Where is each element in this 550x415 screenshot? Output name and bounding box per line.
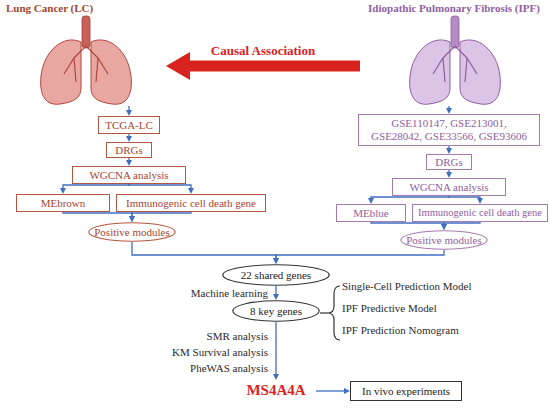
node-text: WGCNA analysis — [409, 181, 488, 194]
node-text: GSE110147, GSE213001, GSE28042, GSE33566… — [371, 117, 527, 142]
flow-arrow — [129, 184, 191, 188]
trachea — [82, 16, 90, 48]
node-text: Positive modules — [406, 234, 481, 247]
flow-arrow — [132, 212, 191, 216]
flow-arrow — [316, 390, 344, 391]
ellipse-shape — [89, 223, 175, 241]
process-box: In vivo experiments — [350, 381, 462, 401]
node-text: 22 shared genes — [241, 269, 311, 282]
flow-arrow — [449, 196, 480, 198]
result-gene: MS4A4A — [236, 380, 316, 402]
node-text: Immunogenic cell death gene — [126, 197, 256, 210]
panel-heading: Idiopathic Pulmonary Fibrosis (IPF) — [368, 2, 540, 15]
leader-line — [320, 312, 328, 313]
node-text: WGCNA analysis — [89, 169, 168, 182]
process-box: MEblue — [336, 204, 406, 222]
causal-arrow — [190, 61, 360, 72]
annotation-text: PheWAS analysis — [150, 362, 268, 375]
flow-arrow — [276, 250, 444, 258]
flow-arrow — [128, 134, 129, 136]
illustration-panel: Idiopathic Pulmonary Fibrosis (IPF) — [360, 2, 548, 106]
node-text: In vivo experiments — [362, 385, 450, 398]
flow-arrow — [371, 196, 449, 198]
node-text: 8 key genes — [250, 305, 302, 318]
node-text: TCGA-LC — [105, 119, 153, 132]
process-box: WGCNA analysis — [72, 166, 186, 184]
process-box: TCGA-LC — [98, 116, 160, 134]
panel-heading: Lung Cancer (LC) — [6, 2, 93, 15]
flow-arrow — [448, 106, 449, 108]
annotation-text: Single-Cell Prediction Model — [342, 280, 542, 293]
node-text: DRGs — [115, 144, 143, 157]
flow-arrow — [132, 242, 276, 258]
flow-arrow — [444, 222, 480, 224]
illustration-panel: Lung Cancer (LC) — [6, 2, 166, 106]
ellipse-node: Positive modules — [88, 222, 176, 242]
annotation-text: SMR analysis — [150, 330, 268, 343]
process-box: DRGs — [426, 154, 472, 170]
process-box: MEbrown — [16, 194, 110, 212]
curly-brace — [328, 286, 340, 340]
flow-arrow — [63, 184, 129, 188]
process-box: Immunogenic cell death gene — [412, 204, 548, 222]
trachea — [451, 16, 459, 48]
annotation-text: IPF Prediction Nomogram — [342, 324, 542, 337]
flow-arrow — [275, 322, 276, 374]
ellipse-node: Positive modules — [400, 230, 488, 250]
flow-arrow — [128, 158, 129, 160]
bronchi — [64, 46, 108, 82]
flow-arrow — [275, 286, 276, 294]
flow-arrow — [371, 222, 444, 224]
connector-group — [63, 66, 480, 391]
lung-illustration — [41, 16, 132, 104]
flow-arrow — [448, 170, 449, 172]
ellipse-shape — [223, 265, 329, 285]
node-text: MEblue — [353, 207, 388, 220]
edge-label: Causal Association — [190, 43, 336, 59]
annotation-text: KM Survival analysis — [150, 346, 268, 359]
process-box: Immunogenic cell death gene — [116, 194, 266, 212]
flow-arrow — [63, 212, 132, 216]
node-text: MEbrown — [41, 197, 86, 210]
process-box: DRGs — [106, 142, 152, 158]
ellipse-node: 8 key genes — [232, 300, 320, 322]
flow-arrow — [128, 106, 129, 110]
lung-illustration — [410, 16, 501, 104]
flow-arrow — [448, 146, 449, 148]
node-text: Positive modules — [94, 226, 169, 239]
ellipse-node: 22 shared genes — [222, 264, 330, 286]
bronchi — [433, 46, 477, 82]
process-box: GSE110147, GSE213001, GSE28042, GSE33566… — [358, 114, 540, 146]
node-text: Immunogenic cell death gene — [418, 207, 542, 219]
ellipse-shape — [233, 301, 319, 321]
annotation-text: IPF Predictive Model — [342, 302, 542, 315]
ellipse-shape — [401, 231, 487, 249]
edge-label: Machine learning — [168, 287, 268, 300]
node-text: DRGs — [435, 156, 463, 169]
node-text: MS4A4A — [246, 382, 305, 399]
process-box: WGCNA analysis — [392, 178, 506, 196]
